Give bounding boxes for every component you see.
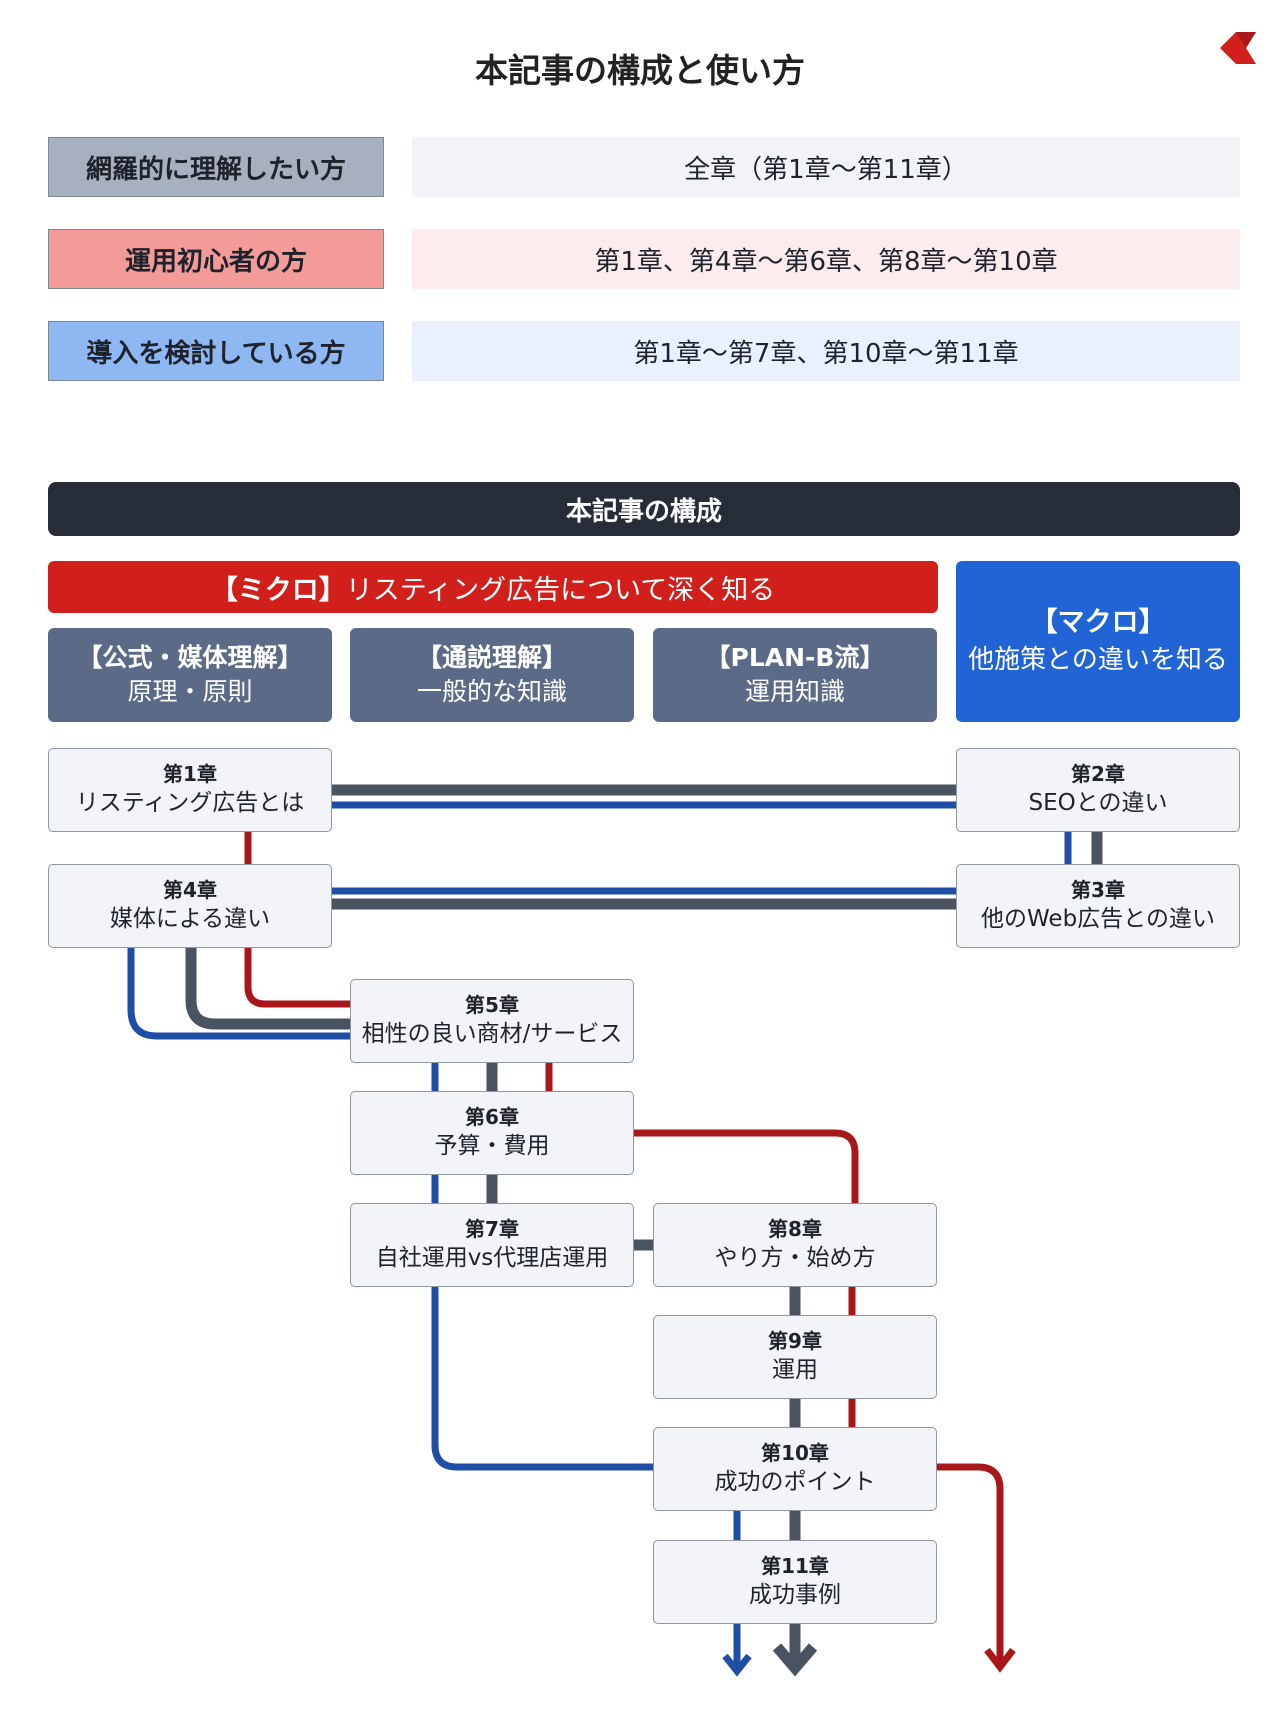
chapter-9-name: 運用 <box>772 1356 818 1383</box>
chapter-8-node[interactable]: 第8章 やり方・始め方 <box>653 1203 937 1287</box>
chapter-6-name: 予算・費用 <box>434 1132 550 1159</box>
category-common-title: 【通説理解】 <box>416 643 567 673</box>
category-planb-sub: 運用知識 <box>744 677 845 706</box>
line-blue <box>127 801 1072 1677</box>
chapter-11-name: 成功事例 <box>749 1581 841 1608</box>
category-planb: 【PLAN-B流】 運用知識 <box>653 628 937 722</box>
chapter-1-number: 第1章 <box>163 761 217 786</box>
chapter-7-node[interactable]: 第7章 自社運用vs代理店運用 <box>350 1203 634 1287</box>
macro-sub: 他施策との違いを知る <box>968 645 1228 676</box>
macro-header: 【マクロ】 他施策との違いを知る <box>956 561 1240 722</box>
chapter-10-number: 第10章 <box>761 1440 829 1465</box>
audience-chapters-comprehensive: 全章（第1章〜第11章） <box>412 137 1240 197</box>
chapter-5-node[interactable]: 第5章 相性の良い商材/サービス <box>350 979 634 1063</box>
micro-text: リスティング広告について深く知る <box>345 574 776 606</box>
chapter-4-node[interactable]: 第4章 媒体による違い <box>48 864 332 948</box>
chapter-5-name: 相性の良い商材/サービス <box>361 1020 623 1047</box>
brand-logo-icon <box>1220 32 1256 64</box>
chapter-1-node[interactable]: 第1章 リスティング広告とは <box>48 748 332 832</box>
audience-label-comprehensive: 網羅的に理解したい方 <box>48 137 384 197</box>
category-official: 【公式・媒体理解】 原理・原則 <box>48 628 332 722</box>
line-gray <box>185 784 1103 1677</box>
audience-label-considering: 導入を検討している方 <box>48 321 384 381</box>
chapter-9-node[interactable]: 第9章 運用 <box>653 1315 937 1399</box>
chapter-3-name: 他のWeb広告との違い <box>981 905 1215 932</box>
category-common-sub: 一般的な知識 <box>416 677 567 706</box>
chapter-8-number: 第8章 <box>768 1216 822 1241</box>
category-common: 【通説理解】 一般的な知識 <box>350 628 634 722</box>
macro-title: 【マクロ】 <box>1030 607 1166 639</box>
chapter-4-name: 媒体による違い <box>109 905 271 932</box>
chapter-7-number: 第7章 <box>465 1216 519 1241</box>
audience-label-beginner: 運用初心者の方 <box>48 229 384 289</box>
chapter-6-number: 第6章 <box>465 1104 519 1129</box>
chapter-9-number: 第9章 <box>768 1328 822 1353</box>
category-planb-title: 【PLAN-B流】 <box>705 643 885 673</box>
micro-header: 【ミクロ】リスティング広告について深く知る <box>48 561 938 613</box>
chapter-2-node[interactable]: 第2章 SEOとの違い <box>956 748 1240 832</box>
chapter-6-node[interactable]: 第6章 予算・費用 <box>350 1091 634 1175</box>
micro-bracket: 【ミクロ】 <box>210 574 346 606</box>
chapter-10-node[interactable]: 第10章 成功のポイント <box>653 1427 937 1511</box>
chapter-2-name: SEOとの違い <box>1028 789 1168 816</box>
page-title: 本記事の構成と使い方 <box>475 51 805 90</box>
chapter-8-name: やり方・始め方 <box>714 1244 876 1271</box>
chapter-3-node[interactable]: 第3章 他のWeb広告との違い <box>956 864 1240 948</box>
chapter-5-number: 第5章 <box>465 992 519 1017</box>
chapter-4-number: 第4章 <box>163 877 217 902</box>
chapter-7-name: 自社運用vs代理店運用 <box>375 1244 609 1271</box>
chapter-11-number: 第11章 <box>761 1553 829 1578</box>
chapter-10-name: 成功のポイント <box>714 1468 876 1495</box>
category-official-title: 【公式・媒体理解】 <box>77 643 303 673</box>
audience-chapters-considering: 第1章〜第7章、第10章〜第11章 <box>412 321 1240 381</box>
chapter-3-number: 第3章 <box>1071 877 1125 902</box>
line-red <box>244 832 1016 1673</box>
section-title-bar: 本記事の構成 <box>48 482 1240 536</box>
category-official-sub: 原理・原則 <box>127 677 253 706</box>
audience-chapters-beginner: 第1章、第4章〜第6章、第8章〜第10章 <box>412 229 1240 289</box>
chapter-1-name: リスティング広告とは <box>75 789 305 816</box>
chapter-2-number: 第2章 <box>1071 761 1125 786</box>
chapter-11-node[interactable]: 第11章 成功事例 <box>653 1540 937 1624</box>
